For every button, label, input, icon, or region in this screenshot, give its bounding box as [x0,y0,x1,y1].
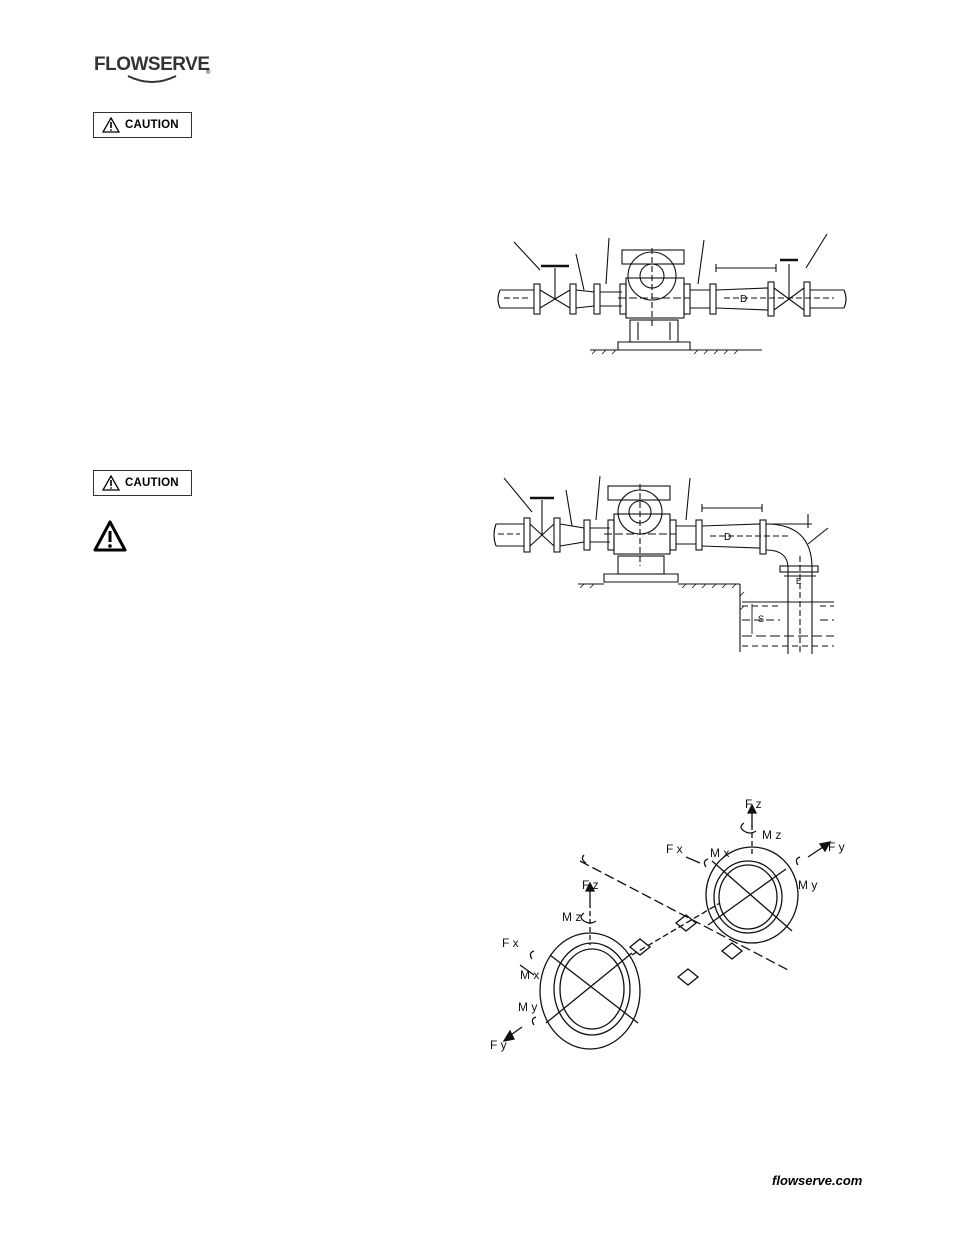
fz-left-label: F z [582,878,599,892]
logo-swoosh-icon [127,75,177,83]
fy-top-label: F y [828,840,845,854]
logo-wordmark: FLOWSERVE [94,54,210,75]
caution-label: CAUTION [125,119,179,131]
caution-badge-1: CAUTION [93,112,192,138]
caution-badge-2: CAUTION [93,470,192,496]
warning-triangle-icon [102,475,120,491]
fy-left-label: F y [490,1038,507,1052]
my-top-label: M y [798,878,817,892]
nozzle-load-diagram: F z M z F x M x F y M y F z M z F x M x … [490,797,845,1052]
warning-triangle-icon [102,117,120,133]
mx-left-label: M x [520,968,539,982]
flowserve-logo: FLOWSERVE ® [92,52,212,86]
fz-top-label: F z [745,797,762,811]
piping-diagram-1: D [497,233,847,355]
dimension-d-label: D [724,532,731,543]
mx-top-label: M x [710,846,729,860]
caution-label: CAUTION [125,477,179,489]
dimension-e-label: E [796,577,801,586]
piping-diagram-2: D E S [493,475,834,654]
logo-registered-mark: ® [206,70,211,76]
warning-triangle-icon [93,520,127,552]
mz-top-label: M z [762,828,781,842]
fx-top-label: F x [666,842,683,856]
fx-left-label: F x [502,936,519,950]
dimension-s-label: S [758,614,764,624]
mz-left-label: M z [562,910,581,924]
footer-website[interactable]: flowserve.com [772,1173,863,1188]
dimension-d-label: D [740,294,747,305]
my-left-label: M y [518,1000,537,1014]
